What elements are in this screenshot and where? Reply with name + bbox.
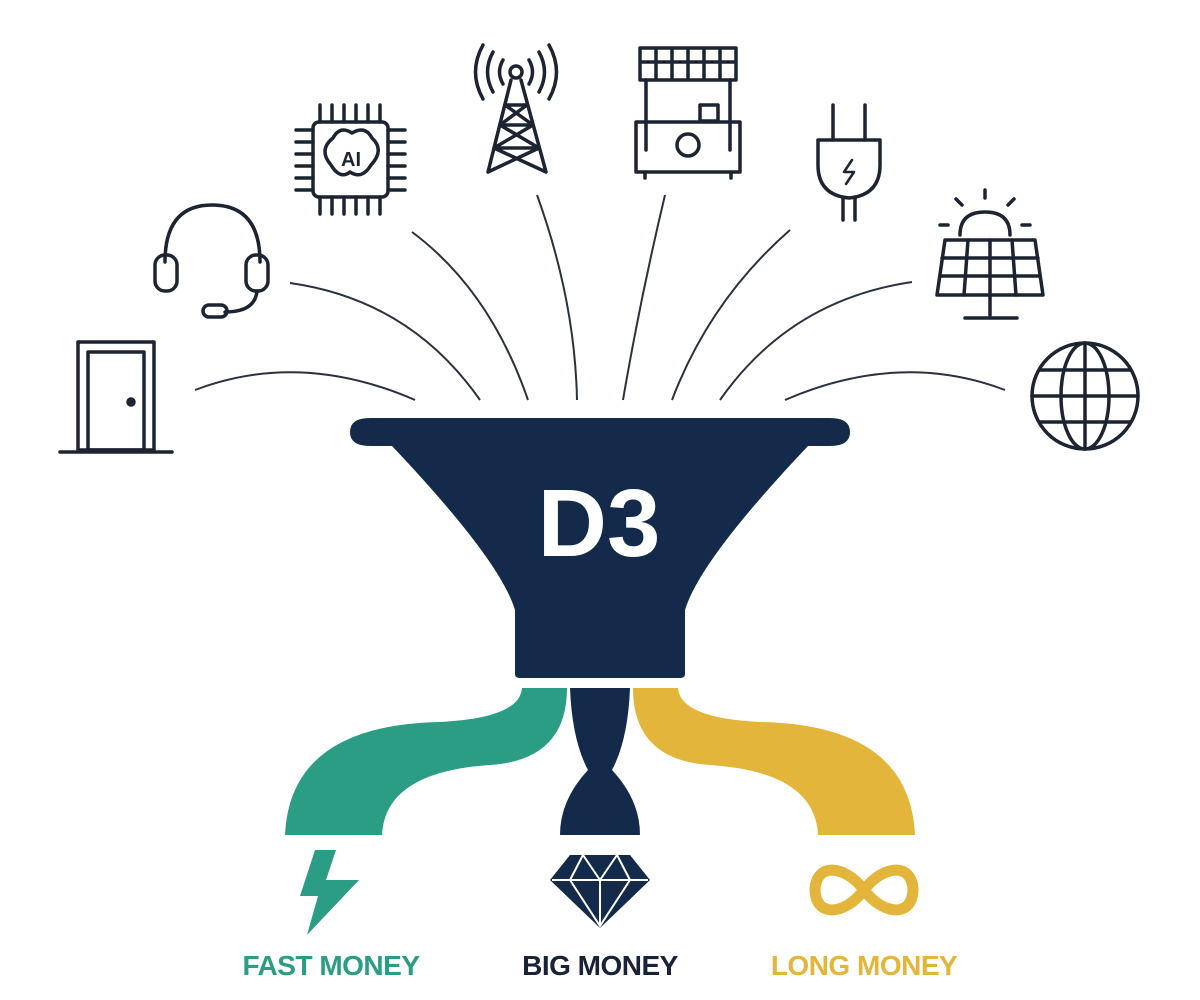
solar-panel-icon <box>935 188 1045 320</box>
connector-lines <box>194 194 1006 401</box>
door-icon <box>58 340 174 454</box>
big-money-stream <box>560 688 640 835</box>
diamond-icon <box>550 854 650 928</box>
headset-icon <box>153 203 270 319</box>
fast-money-stream <box>285 688 567 835</box>
power-plug-icon <box>816 103 882 222</box>
long-money-label: LONG MONEY <box>771 950 958 981</box>
fast-money-label: FAST MONEY <box>242 950 420 981</box>
lightning-bolt-icon <box>300 850 359 935</box>
market-stall-icon <box>634 46 742 180</box>
funnel-label: D3 <box>538 470 661 577</box>
long-money-stream <box>633 688 915 835</box>
radio-tower-icon <box>473 43 559 174</box>
ai-chip-icon: AI <box>294 103 407 216</box>
funnel: D3 <box>350 418 850 678</box>
ai-chip-text: AI <box>341 149 361 171</box>
globe-icon <box>1030 341 1140 451</box>
big-money-label: BIG MONEY <box>522 950 679 981</box>
infinity-icon <box>809 864 919 916</box>
